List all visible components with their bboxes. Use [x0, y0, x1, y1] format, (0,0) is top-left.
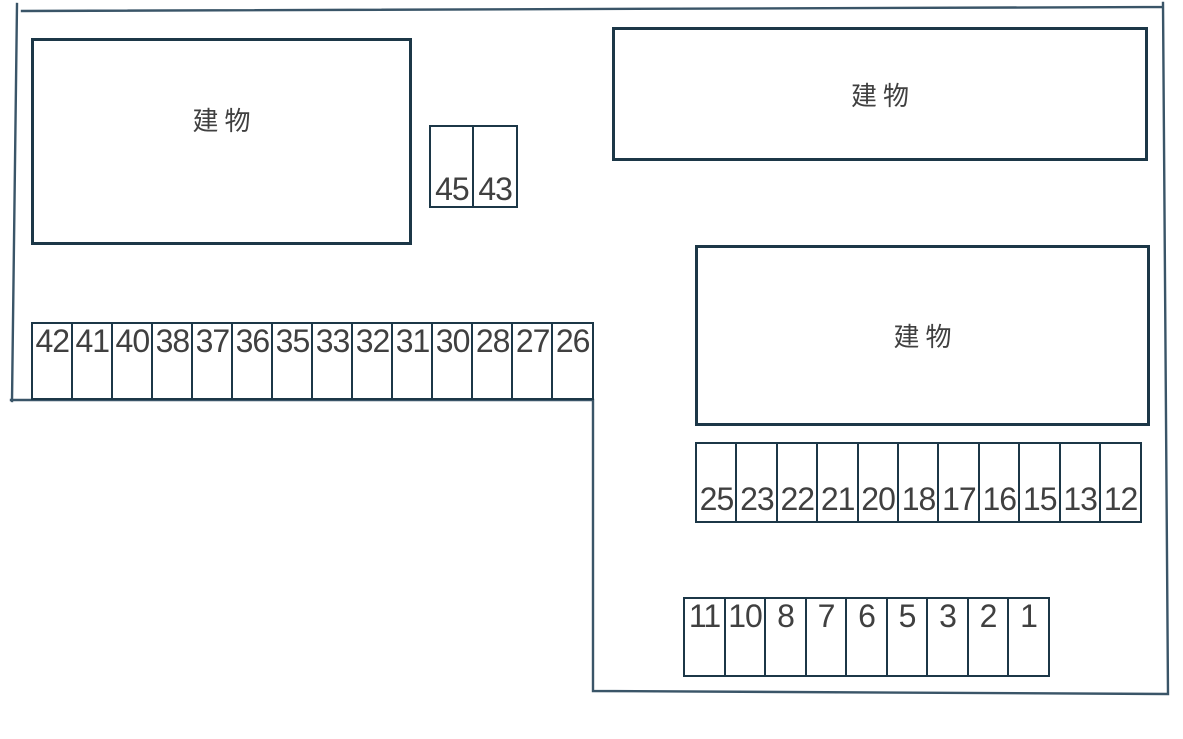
parking-stall: 26	[551, 322, 594, 400]
parking-stall: 2	[966, 597, 1010, 677]
parking-stall: 13	[1058, 442, 1102, 523]
parking-stall: 40	[111, 322, 154, 400]
parking-stall: 22	[775, 442, 819, 523]
parking-stall: 3	[926, 597, 969, 677]
parking-stall: 28	[471, 322, 514, 400]
parking-stall: 16	[977, 442, 1021, 523]
building-middle-right: 建物	[695, 245, 1150, 426]
parking-stall: 18	[897, 442, 940, 523]
parking-stall: 21	[816, 442, 860, 523]
parking-stall: 7	[804, 597, 848, 677]
parking-stall: 30	[431, 322, 474, 400]
parking-stall: 11	[683, 597, 726, 677]
building-label: 建物	[893, 322, 958, 352]
parking-stall: 8	[764, 597, 807, 677]
parking-stall: 6	[845, 597, 888, 677]
parking-stall: 25	[695, 442, 738, 523]
parking-stall: 45	[429, 125, 475, 208]
parking-stall: 35	[271, 322, 314, 400]
building-top-right: 建物	[612, 27, 1148, 161]
parking-stall: 36	[231, 322, 274, 400]
parking-stall: 37	[191, 322, 234, 400]
parking-stall: 23	[735, 442, 779, 523]
parking-stall: 15	[1018, 442, 1062, 523]
parking-stall: 27	[511, 322, 554, 400]
parking-stall: 10	[723, 597, 767, 677]
parking-stall: 33	[311, 322, 354, 400]
parking-stall: 32	[351, 322, 394, 400]
parking-stall: 17	[937, 442, 981, 523]
building-label: 建物	[850, 80, 915, 111]
parking-stall: 41	[71, 322, 114, 400]
building-label: 建物	[192, 106, 257, 136]
parking-stall: 42	[31, 322, 74, 400]
building-top-left: 建物	[31, 38, 412, 245]
parking-stall: 31	[391, 322, 434, 400]
parking-stall: 1	[1007, 597, 1050, 677]
parking-stall: 38	[151, 322, 194, 400]
parking-stall: 5	[885, 597, 929, 677]
parking-stall: 12	[1099, 442, 1142, 523]
parking-stall: 43	[472, 125, 518, 208]
parking-stall: 20	[856, 442, 900, 523]
